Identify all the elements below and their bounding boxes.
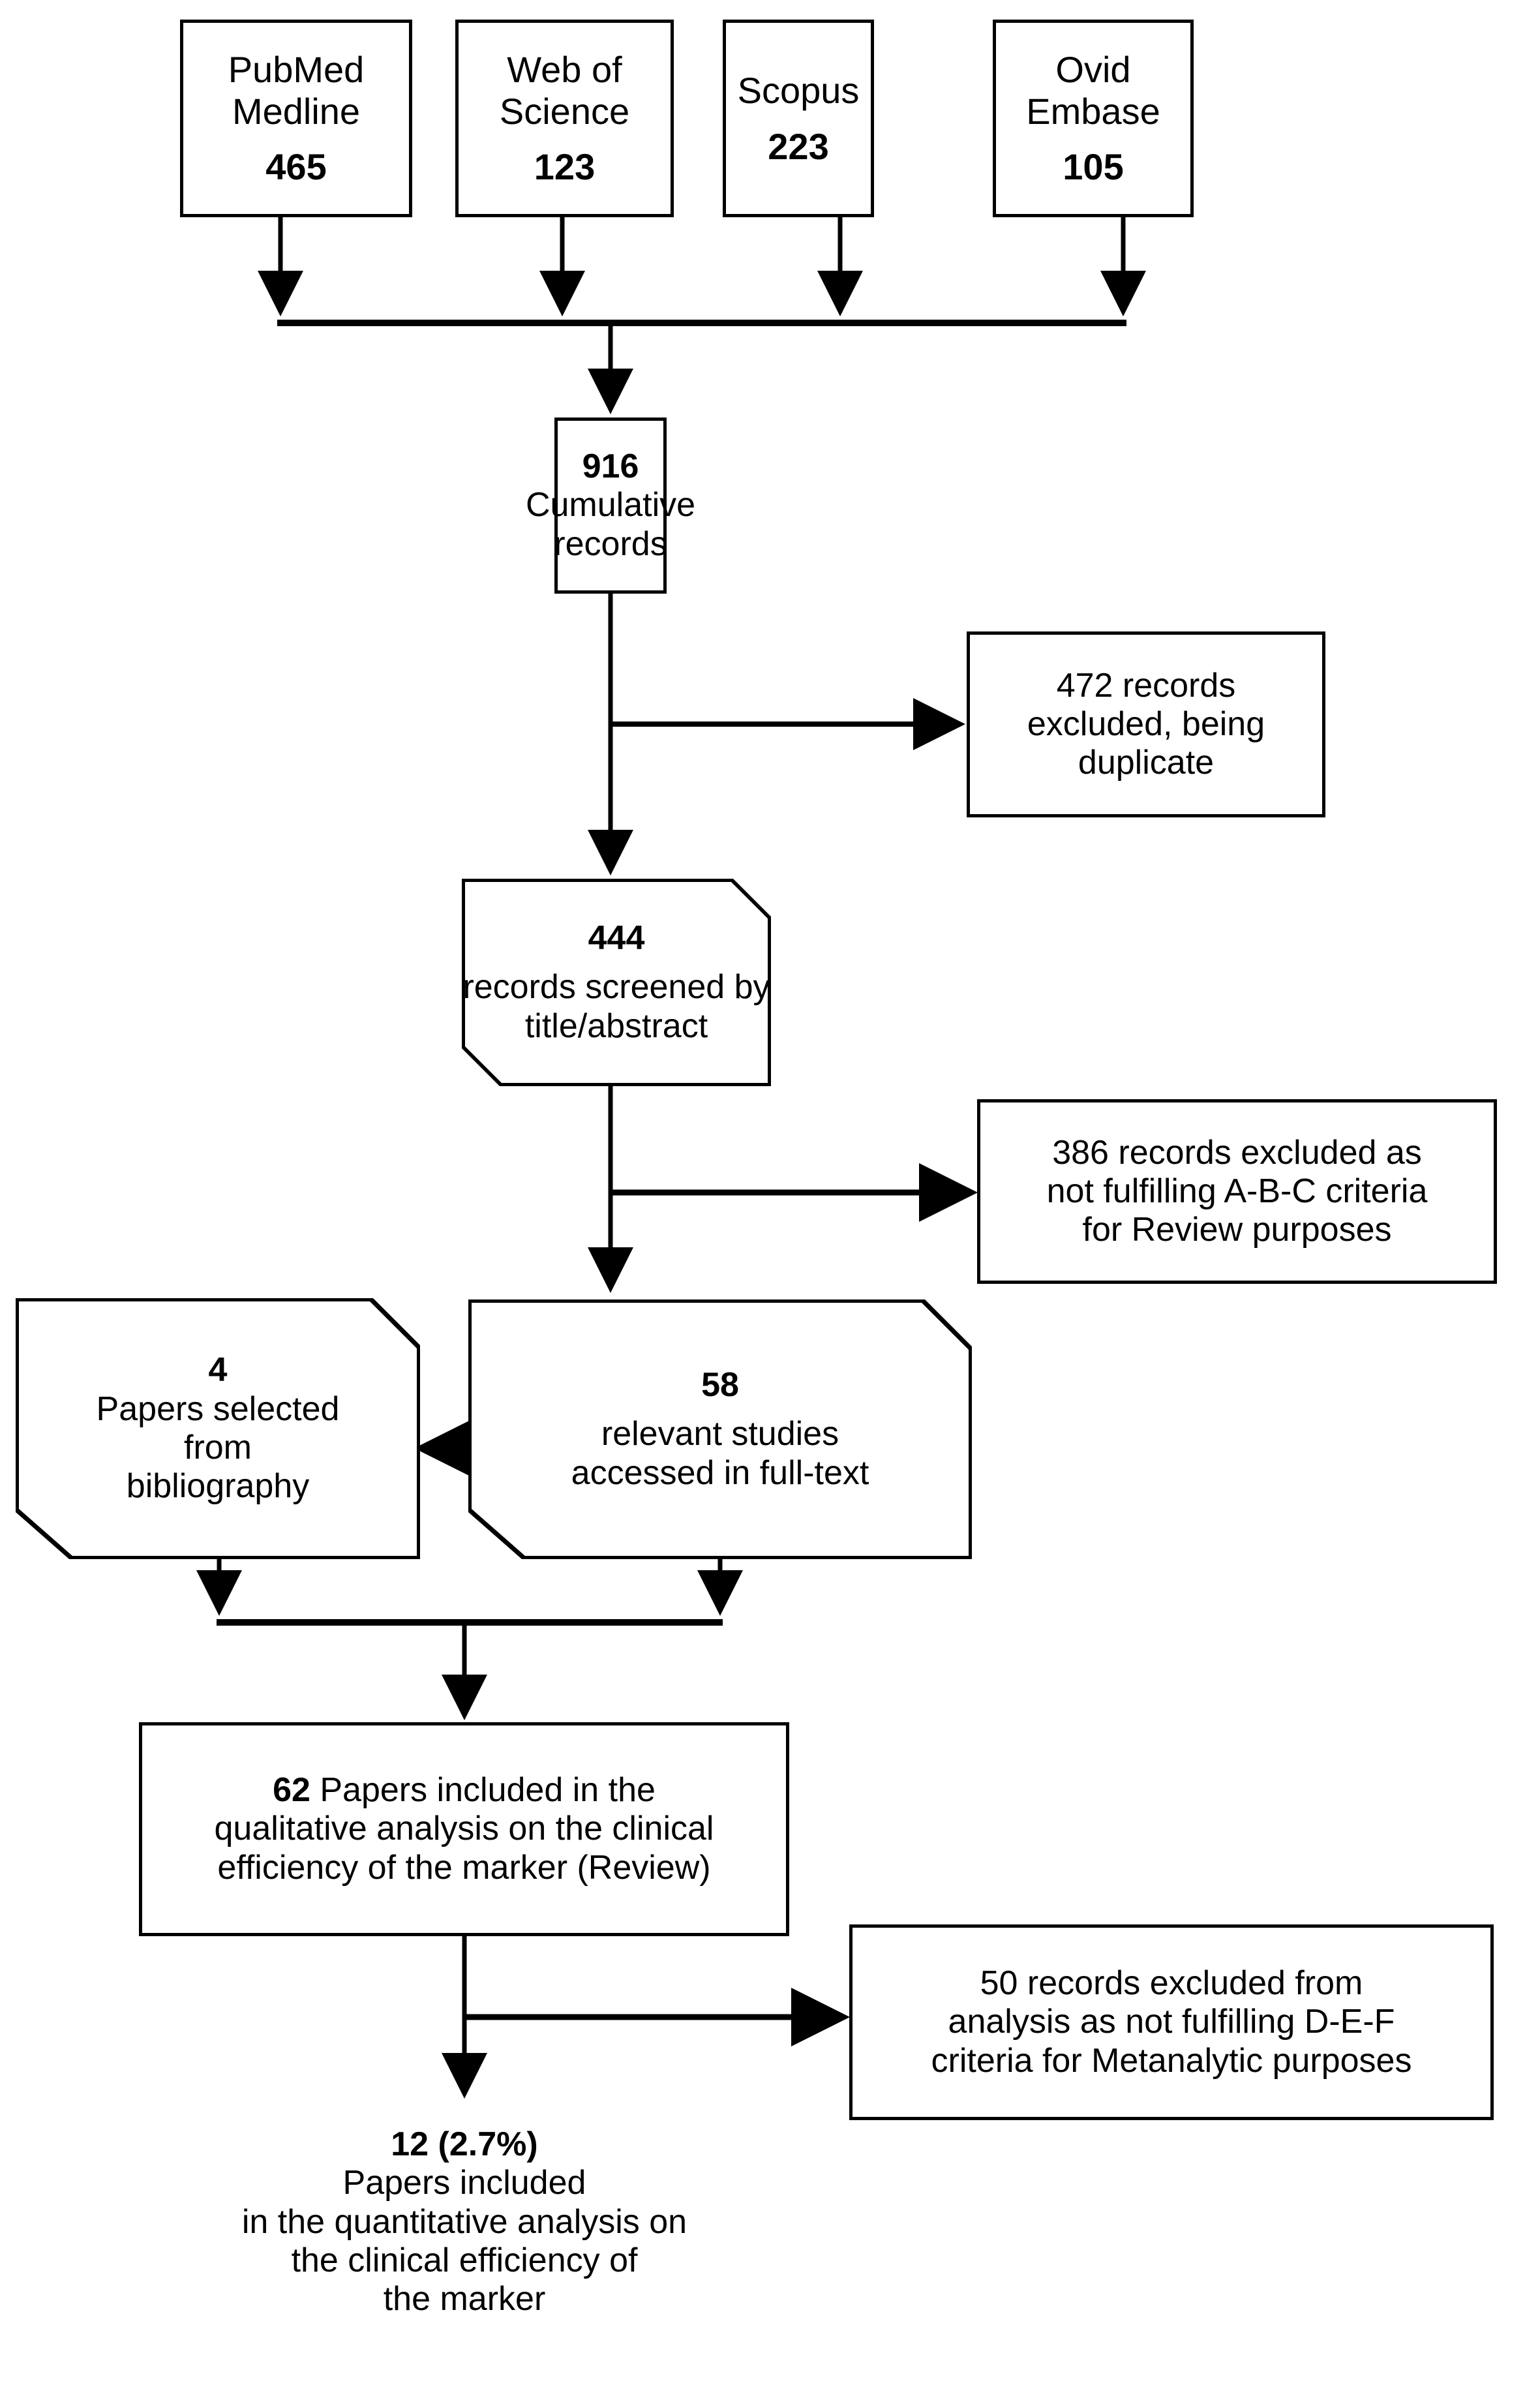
cumulative-line1: Cumulative — [525, 486, 696, 524]
records-screened-line2: title/abstract — [524, 1007, 708, 1045]
cumulative-records-box: 916 Cumulative records — [526, 418, 695, 594]
source-pubmed-count: 465 — [265, 146, 327, 188]
quantitative-line4: the marker — [383, 2280, 546, 2318]
source-scopus-count: 223 — [768, 125, 829, 167]
qualitative-line3: efficiency of the marker (Review) — [217, 1848, 711, 1887]
excluded-def-line1: 50 records excluded from — [980, 1964, 1363, 2003]
source-wos-line1: Web of — [507, 48, 622, 90]
qualitative-line1: 62 Papers included in the — [273, 1771, 656, 1810]
cumulative-count: 916 — [582, 448, 639, 486]
bibliography-count: 4 — [208, 1351, 228, 1390]
source-wos-count: 123 — [534, 146, 596, 188]
records-screened-line1: records screened by — [462, 968, 770, 1007]
fulltext-studies-box: 58 relevant studies accessed in full-tex… — [468, 1299, 972, 1559]
source-box-web-of-science: Web of Science 123 — [455, 20, 674, 217]
excluded-duplicates-box: 472 records excluded, being duplicate — [967, 631, 1325, 817]
excluded-duplicates-line3: duplicate — [1078, 744, 1215, 782]
cumulative-line2: records — [554, 524, 667, 563]
qualitative-count: 62 — [273, 1771, 310, 1810]
bibliography-line3: bibliography — [126, 1467, 310, 1506]
excluded-def-line2: analysis as not fulfilling D-E-F — [948, 2003, 1395, 2041]
fulltext-line2: accessed in full-text — [571, 1453, 869, 1492]
quantitative-line2: in the quantitative analysis on — [241, 2202, 687, 2241]
source-box-ovid-embase: Ovid Embase 105 — [993, 20, 1194, 217]
quantitative-line3: the clinical efficiency of — [291, 2241, 638, 2279]
excluded-duplicates-line1: 472 records — [1056, 666, 1236, 705]
source-box-scopus: Scopus 223 — [723, 20, 874, 217]
source-scopus-line1: Scopus — [737, 69, 860, 111]
excluded-def-line3: criteria for Metanalytic purposes — [931, 2041, 1412, 2080]
source-pubmed-line2: Medline — [232, 90, 361, 132]
source-pubmed-line1: PubMed — [228, 48, 365, 90]
qualitative-line2: qualitative analysis on the clinical — [214, 1810, 714, 1848]
records-screened-box: 444 records screened by title/abstract — [462, 879, 771, 1086]
excluded-abc-box: 386 records excluded as not fulfilling A… — [977, 1099, 1497, 1284]
source-ovid-line2: Embase — [1026, 90, 1160, 132]
source-ovid-line1: Ovid — [1055, 48, 1131, 90]
quantitative-count: 12 (2.7%) — [391, 2125, 538, 2163]
qualitative-analysis-box: 62 Papers included in the qualitative an… — [139, 1722, 789, 1936]
excluded-abc-line1: 386 records excluded as — [1052, 1133, 1422, 1172]
excluded-abc-line2: not fulfilling A-B-C criteria — [1046, 1172, 1428, 1210]
bibliography-line2: from — [184, 1429, 252, 1466]
quantitative-analysis-text: 12 (2.7%) Papers included in the quantit… — [171, 2125, 758, 2373]
fulltext-count: 58 — [701, 1366, 739, 1405]
excluded-def-box: 50 records excluded from analysis as not… — [849, 1924, 1494, 2120]
excluded-abc-line3: for Review purposes — [1082, 1211, 1392, 1249]
records-screened-count: 444 — [588, 919, 645, 958]
quantitative-line1: Papers included — [342, 2164, 586, 2202]
fulltext-line1: relevant studies — [601, 1415, 839, 1453]
excluded-duplicates-line2: excluded, being — [1027, 705, 1265, 743]
bibliography-papers-box: 4 Papers selected from bibliography — [16, 1298, 420, 1559]
bibliography-line1: Papers selected — [96, 1390, 340, 1428]
source-ovid-count: 105 — [1063, 146, 1124, 188]
source-wos-line2: Science — [499, 90, 630, 132]
qualitative-line1-rest: Papers included in the — [310, 1771, 656, 1810]
source-box-pubmed: PubMed Medline 465 — [180, 20, 412, 217]
